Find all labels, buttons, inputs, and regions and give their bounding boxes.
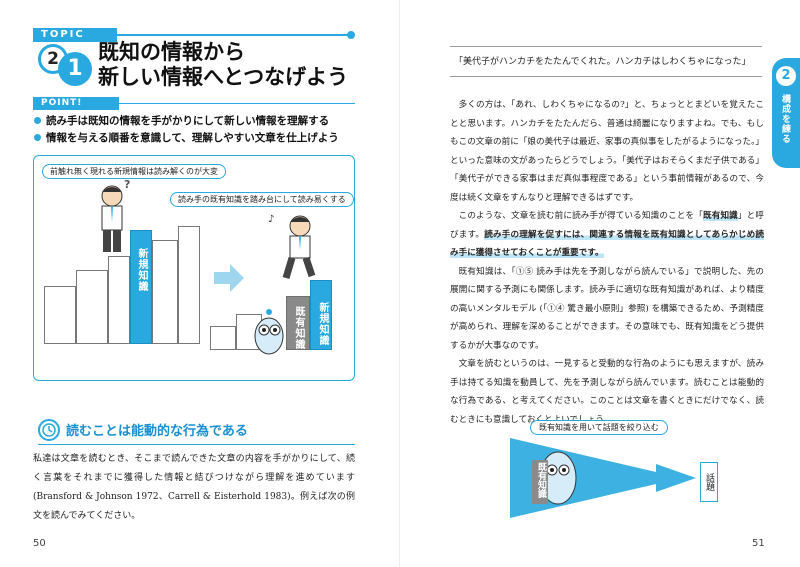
left-body-text: 私達は文章を読むとき、そこまで読んできた文章の内容を手がかりにして、続く言葉をそ… — [33, 454, 355, 521]
example-quote: 「美代子がハンカチをたたんでくれた。ハンカチはしわくちゃになった」 — [450, 46, 762, 77]
funnel-existing-knowledge-label: 既有知識 — [536, 462, 546, 498]
callout-left: 前触れ無く現れる新規情報は読み解くのが大変 — [42, 164, 226, 179]
side-tab-number: 2 — [776, 66, 796, 86]
clock-icon — [38, 419, 60, 441]
left-page: TOPIC 2 1 既知の情報から 新しい情報へとつなげよう POINT! 読み… — [33, 28, 355, 549]
section-rule — [38, 444, 355, 445]
funnel-diagram — [510, 438, 696, 518]
diagram-callout: 既有知識を用いて話題を絞り込む — [530, 420, 668, 435]
new-knowledge-block — [130, 230, 152, 344]
point-item: 情報を与える順番を意識して、理解しやすい文章を仕上げよう — [34, 130, 339, 145]
existing-knowledge-label: 既有知識 — [293, 306, 304, 350]
happy-person-illustration — [282, 215, 316, 280]
stair-step — [152, 240, 178, 344]
emphasis-sentence: 読み手の理解を促すには、関連する情報を既有知識としてあらかじめ読み手に獲得させて… — [450, 229, 764, 258]
stair-step — [108, 256, 130, 344]
topic-label: TOPIC — [33, 28, 117, 42]
point-text-2: 情報を与える順番を意識して、理解しやすい文章を仕上げよう — [46, 132, 339, 144]
page-title: 既知の情報から 新しい情報へとつなげよう — [98, 40, 348, 90]
point-rule — [119, 103, 355, 104]
topic-target-label: 話題 — [700, 462, 718, 502]
title-line-2: 新しい情報へとつなげよう — [98, 65, 349, 89]
music-note-icon: ♪ — [268, 214, 275, 225]
point-item: 読み手は既知の情報を手がかりにして新しい情報を理解する — [34, 113, 329, 128]
right-body-text: 多くの方は、「あれ、しわくちゃになるの?」と、ちょっととまどいを覚えたことと思い… — [450, 96, 764, 429]
section-heading: 読むことは能動的な行為である — [66, 424, 248, 439]
key-term: 既有知識 — [703, 211, 738, 221]
stair-step — [76, 270, 108, 344]
side-tab-label: 構成を練る — [780, 94, 790, 144]
bullet-icon — [34, 117, 41, 124]
point-label: POINT! — [33, 97, 119, 110]
arrow-right-icon — [214, 264, 244, 292]
robot-mascot-illustration — [254, 309, 284, 355]
new-knowledge-label-left: 新規知識 — [136, 248, 147, 292]
topic-number: 1 — [58, 52, 92, 86]
paragraph-2: このような、文章を読む前に読み手が得ている知識のことを「既有知識」と呼びます。読… — [450, 211, 764, 258]
page-number-right: 51 — [752, 538, 765, 549]
stair-step — [210, 326, 236, 350]
callout-right: 読み手の既有知識を踏み台にして読み易くする — [170, 192, 354, 207]
paragraph-4: 文章を読むというのは、一見すると受動的な行為のようにも思えますが、読み手は持てる… — [450, 359, 764, 425]
topic-rule-dot — [347, 31, 355, 39]
title-line-1: 既知の情報から — [98, 40, 245, 64]
new-knowledge-block — [310, 280, 332, 350]
bullet-icon — [34, 134, 41, 141]
paragraph-3: 既有知識は、「①⑤ 読み手は先を予測しながら読んでいる」で説明した、先の展開に関… — [450, 266, 764, 351]
paragraph-1: 多くの方は、「あれ、しわくちゃになるの?」と、ちょっととまどいを覚えたことと思い… — [450, 100, 764, 203]
staircase-illustration: 前触れ無く現れる新規情報は読み解くのが大変 読み手の既有知識を踏み台にして読み易… — [33, 155, 355, 381]
stair-step — [178, 226, 200, 344]
page-number-left: 50 — [33, 538, 46, 549]
new-knowledge-label-right: 新規知識 — [317, 302, 328, 346]
confused-person-illustration — [101, 185, 123, 252]
question-mark-icon: ? — [124, 178, 131, 191]
topic-rule — [117, 34, 349, 36]
point-text-1: 読み手は既知の情報を手がかりにして新しい情報を理解する — [46, 115, 330, 127]
existing-knowledge-block — [286, 296, 310, 350]
stair-step — [44, 286, 76, 344]
